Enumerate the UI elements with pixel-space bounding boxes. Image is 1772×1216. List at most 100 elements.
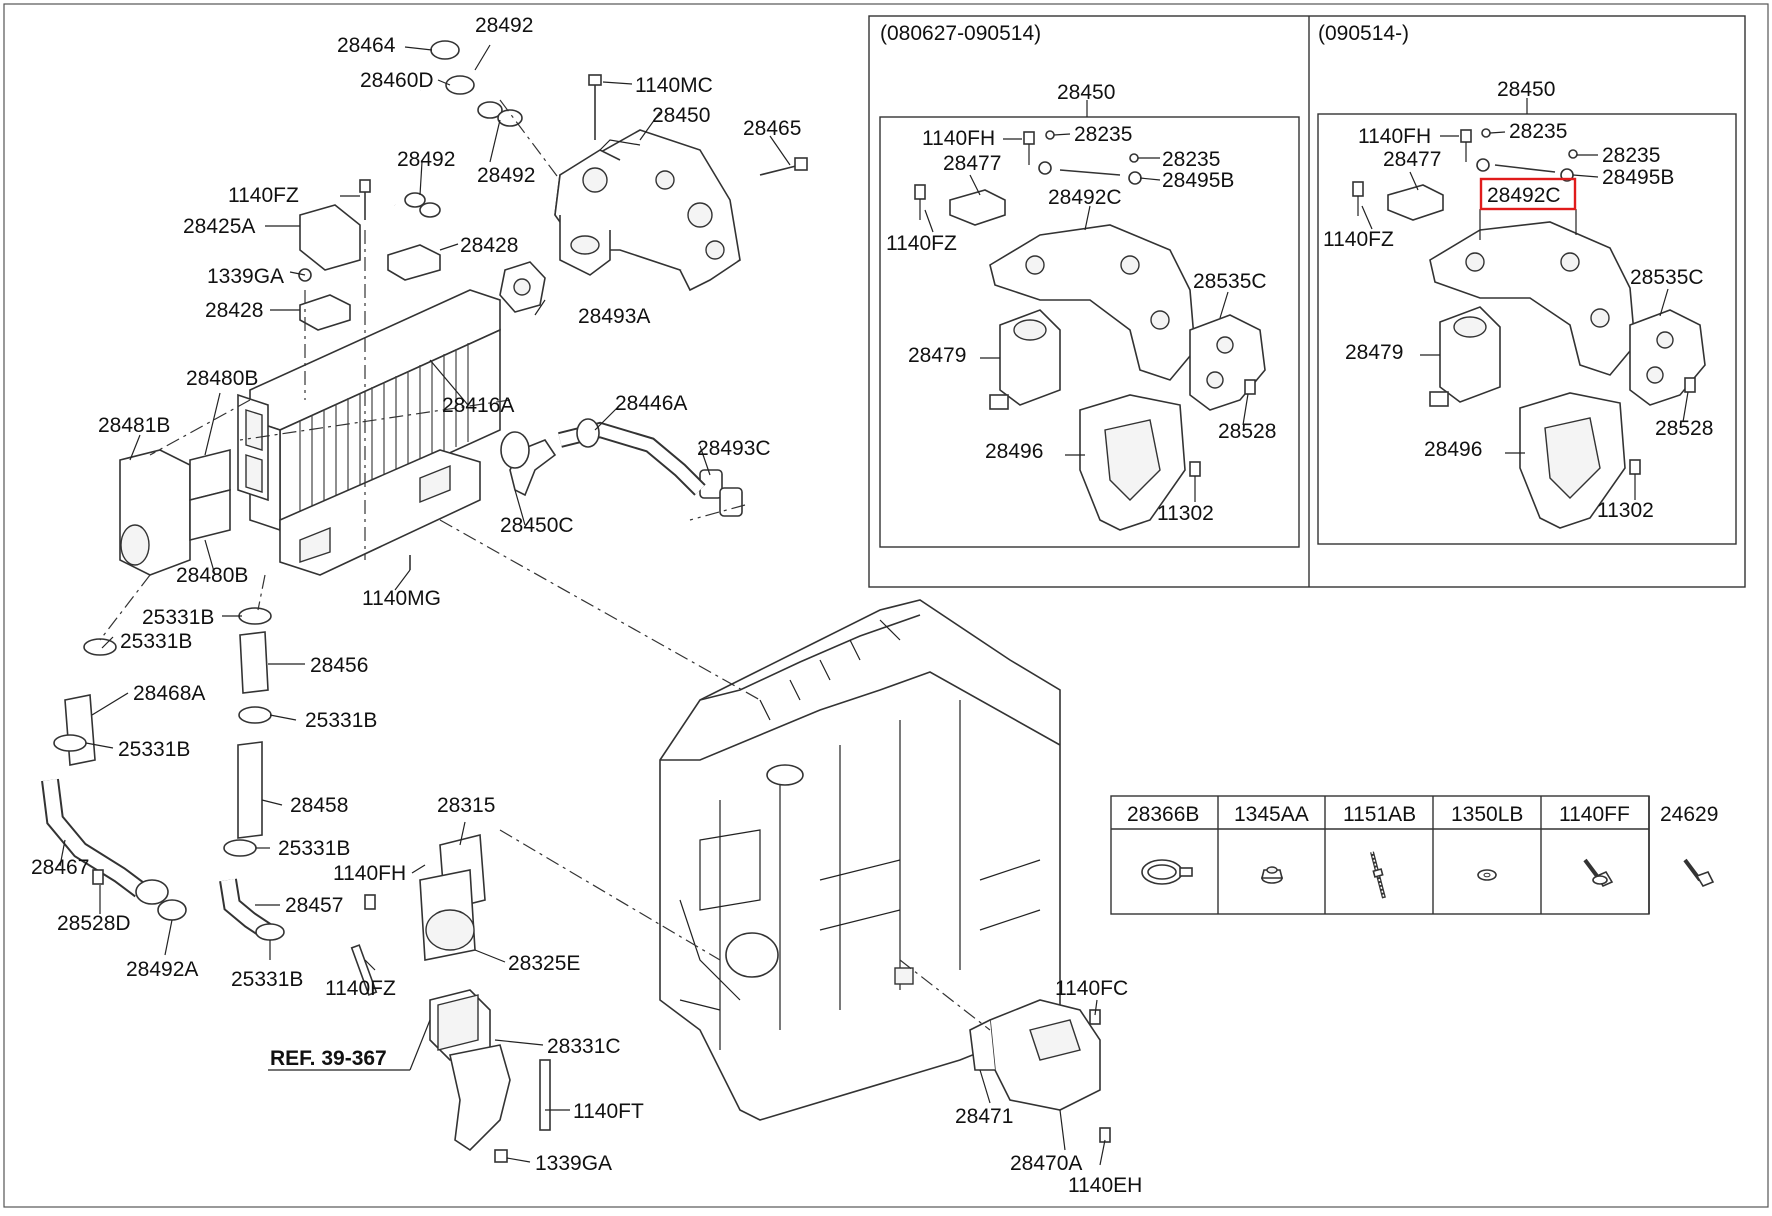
label-25331B: 25331B (142, 606, 214, 629)
label-28470A: 28470A (1010, 1152, 1082, 1175)
inset-right-label-28235: 28235 (1602, 144, 1660, 167)
cooler-fins (299, 343, 469, 520)
inset-left-label-28235: 28235 (1162, 148, 1220, 171)
inset-right-label-1140FH: 1140FH (1358, 125, 1431, 148)
label-1140MG: 1140MG (362, 587, 441, 610)
label-28493A: 28493A (578, 305, 650, 328)
bolts-main (92, 74, 808, 1163)
label-28471: 28471 (955, 1105, 1013, 1128)
inset-right-label-11302: 11302 (1597, 499, 1654, 522)
label-28331C: 28331C (547, 1035, 621, 1058)
inset-left: (080627-090514) (879, 22, 1300, 548)
label-25331B: 25331B (278, 837, 350, 860)
washer-icon (1477, 869, 1497, 881)
inset-right-label-28496: 28496 (1424, 438, 1482, 461)
label-25331B: 25331B (231, 968, 303, 991)
label-1140FT: 1140FT (573, 1100, 644, 1123)
intake-throttle-parts (350, 833, 551, 1152)
label-28428: 28428 (205, 299, 263, 322)
table-header: 1151AB (1343, 803, 1416, 826)
stud-bolt-icon (1370, 851, 1386, 899)
table-header: 28366B (1127, 803, 1199, 826)
parts-table: 28366B 1345AA 1151AB 1350LB 1140FF 24629 (1110, 795, 1718, 915)
label-28325E: 28325E (508, 952, 580, 975)
inset-left-label-1140FZ: 1140FZ (886, 232, 957, 255)
variant-inset-panel: (080627-090514) (868, 15, 1746, 588)
hose-clamp-icon (1141, 859, 1193, 885)
inset-left-date-range: (080627-090514) (880, 22, 1041, 45)
egr-cooler (237, 289, 501, 576)
label-28493C: 28493C (697, 437, 771, 460)
flange-nut-icon (1260, 866, 1284, 884)
inset-left-label-28235: 28235 (1074, 123, 1132, 146)
label-28416A: 28416A (442, 394, 514, 417)
label-1140FC: 1140FC (1055, 977, 1128, 1000)
bolt-icon (1683, 858, 1715, 887)
label-28492A: 28492A (126, 958, 198, 981)
label-28480B: 28480B (186, 367, 258, 390)
inset-left-label-1140FH: 1140FH (922, 127, 995, 150)
diagram-frame (3, 3, 1769, 1208)
table-header: 1140FF (1559, 803, 1630, 826)
bracket-28470A (969, 999, 1111, 1143)
label-1140FH: 1140FH (333, 862, 406, 885)
pipe-28446A (500, 418, 706, 497)
leader-lines (59, 44, 1106, 1166)
label-28492: 28492 (397, 148, 455, 171)
inset-right-label-28528: 28528 (1655, 417, 1713, 440)
label-28450C: 28450C (500, 514, 574, 537)
inset-left-label-28477: 28477 (943, 152, 1001, 175)
label-28465: 28465 (743, 117, 801, 140)
label-28467: 28467 (31, 856, 89, 879)
label-1140MC: 1140MC (635, 74, 713, 97)
label-28480B: 28480B (176, 564, 248, 587)
inset-right-label-28450: 28450 (1497, 78, 1555, 101)
inset-right-label-28479: 28479 (1345, 341, 1403, 364)
label-28425A: 28425A (183, 215, 255, 238)
inset-right: (090514-) (1317, 22, 1737, 545)
label-1140FZ: 1140FZ (325, 977, 396, 1000)
inset-right-label-28535C: 28535C (1630, 266, 1704, 289)
inset-right-label-28495B: 28495B (1602, 166, 1674, 189)
gaskets (499, 261, 743, 517)
label-28446A: 28446A (615, 392, 687, 415)
label-1339GA: 1339GA (535, 1152, 612, 1175)
inset-right-label-28235: 28235 (1509, 120, 1567, 143)
inset-right-date-range: (090514-) (1318, 22, 1409, 45)
inset-left-box (879, 116, 1300, 548)
egr-pipe-top (379, 40, 523, 218)
label-25331B: 25331B (120, 630, 192, 653)
label-28481B: 28481B (98, 414, 170, 437)
label-25331B: 25331B (305, 709, 377, 732)
inset-outer-frame (868, 15, 1746, 588)
main-labels: 28464 28492 28460D 1140MC 28450 28465 28… (31, 14, 1142, 1197)
inset-right-label-1140FZ: 1140FZ (1323, 228, 1394, 251)
left-pipe-assembly (41, 448, 285, 941)
engine-block (659, 599, 1061, 1121)
label-28460D: 28460D (360, 69, 434, 92)
inset-left-label-28495B: 28495B (1162, 169, 1234, 192)
label-28468A: 28468A (133, 682, 205, 705)
highlight-box (1479, 177, 1577, 211)
table-header: 1345AA (1234, 803, 1309, 826)
alignment-dashes (99, 99, 991, 1031)
table-header: 24629 (1660, 803, 1718, 826)
label-1140EH: 1140EH (1068, 1174, 1142, 1197)
label-28458: 28458 (290, 794, 348, 817)
flange-bolt-icon (1583, 858, 1614, 888)
ref-label: REF. 39-367 (270, 1047, 387, 1070)
label-1339GA: 1339GA (207, 265, 284, 288)
label-25331B: 25331B (118, 738, 190, 761)
label-28464: 28464 (337, 34, 396, 57)
inset-left-label-11302: 11302 (1157, 502, 1214, 525)
inset-right-label-28492C: 28492C (1487, 184, 1561, 207)
egr-valve-assembly (554, 129, 741, 292)
label-1140FZ: 1140FZ (228, 184, 299, 207)
label-28315: 28315 (437, 794, 495, 817)
label-28492: 28492 (477, 164, 535, 187)
inset-left-label-28450: 28450 (1057, 81, 1115, 104)
label-28492: 28492 (475, 14, 533, 37)
label-28456: 28456 (310, 654, 368, 677)
